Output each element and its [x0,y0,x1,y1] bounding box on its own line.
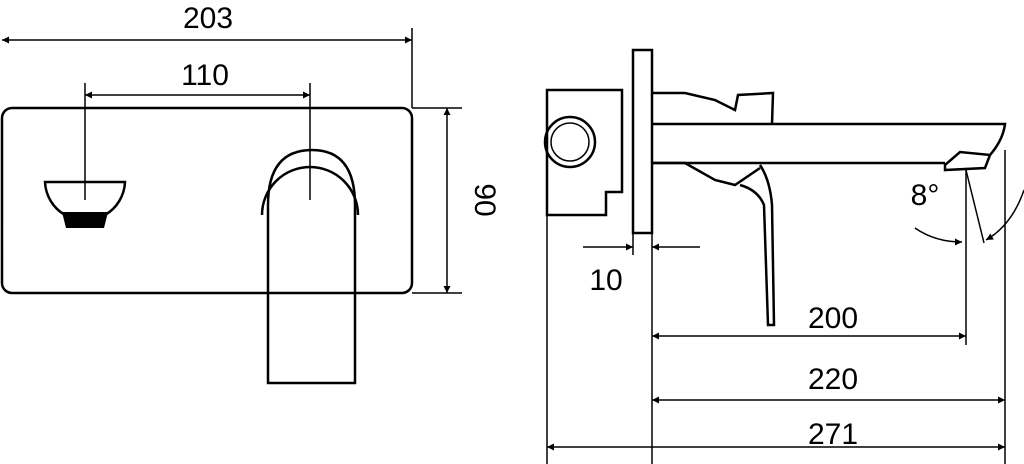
wall-plate [631,48,654,235]
dimension-90: 90 [468,183,501,216]
valve-cartridge-inner [550,122,590,162]
dimension-203: 203 [183,2,233,35]
diverter-outlet [62,212,108,228]
side-view: 10 200 220 271 8° [543,48,1024,464]
cover-plate [0,106,414,295]
lever-body [652,91,775,187]
valve-body [545,88,624,217]
dimension-110: 110 [181,59,229,92]
dimension-271: 271 [808,418,858,451]
angle-line [965,169,985,244]
valve-cartridge [543,115,597,169]
dimension-220: 220 [808,363,858,396]
dimension-angle-8: 8° [911,179,940,212]
lever-handle [266,148,357,385]
lever-blade [739,164,776,327]
dimension-10: 10 [589,264,622,297]
angle-arc-left [914,227,963,246]
dimension-200: 200 [808,302,858,335]
angle-arc-right [985,189,1024,241]
spout [652,122,1007,172]
front-view: 203 110 90 [0,2,501,385]
